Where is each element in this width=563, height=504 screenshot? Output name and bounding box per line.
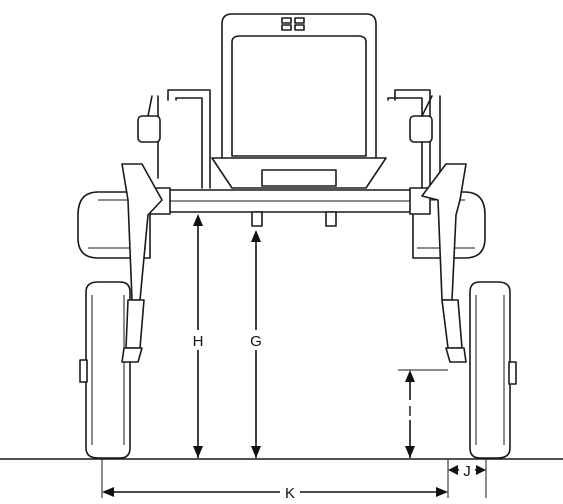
dimension-label-j: J: [463, 463, 471, 480]
left-frame: [157, 89, 211, 189]
dimension-h: [188, 214, 208, 458]
dimension-k: [102, 483, 448, 501]
right-mirror: [409, 95, 433, 143]
dimension-label-k: K: [285, 485, 295, 502]
left-mirror: [137, 95, 161, 143]
dimension-g: [246, 230, 266, 458]
dimension-i: [398, 369, 448, 458]
dimension-label-i: I: [408, 403, 412, 420]
right-front-tire: [469, 281, 517, 459]
cab: [211, 13, 387, 189]
dimension-j: [448, 461, 486, 479]
dimension-label-g: G: [250, 333, 262, 350]
cross-beam: [149, 187, 431, 227]
left-front-tire: [79, 281, 131, 459]
left-leg: [121, 163, 163, 363]
dimension-label-h: H: [193, 333, 204, 350]
right-leg: [421, 163, 467, 363]
